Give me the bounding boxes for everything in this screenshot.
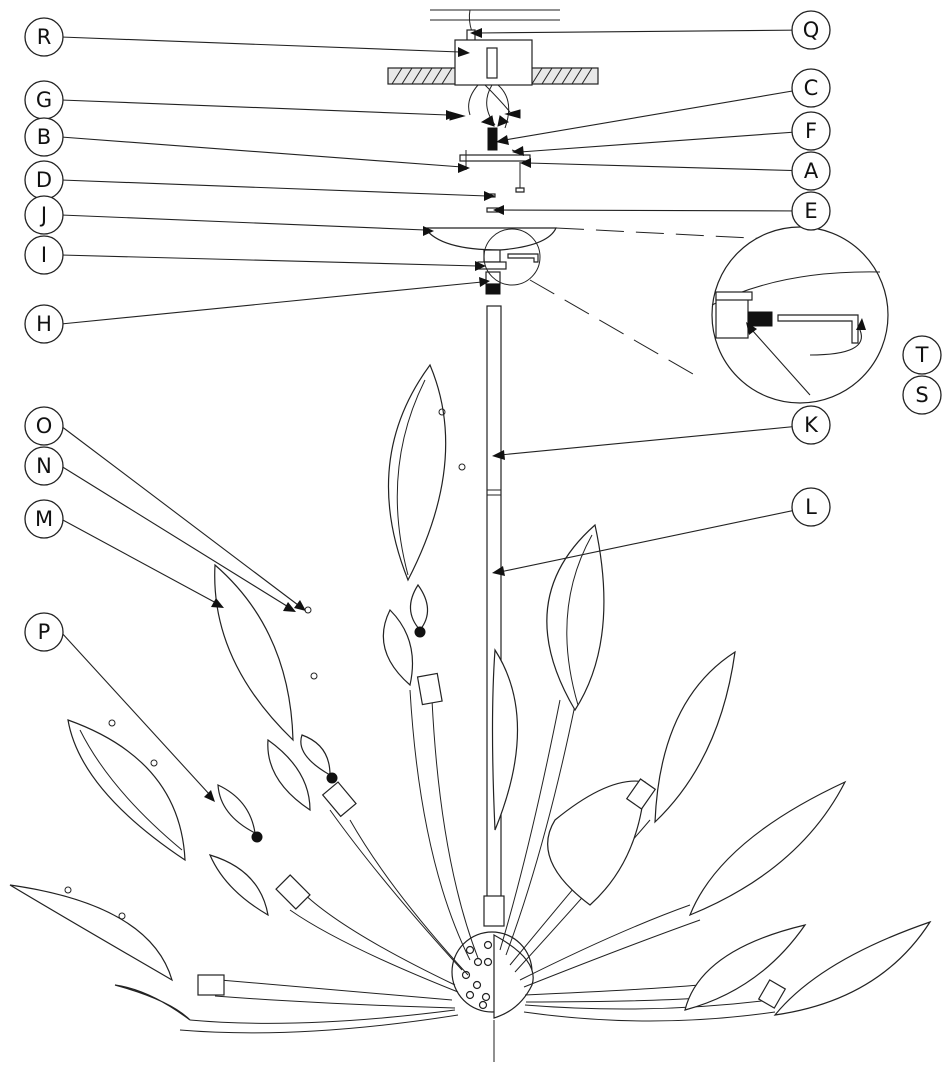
magnified-detail [711,226,889,404]
ceiling-assembly [387,9,599,295]
callout-f: F [791,111,831,151]
leaf-small-1 [382,608,414,687]
leader-lines [60,28,866,802]
callout-n: N [24,446,64,486]
svg-text:N: N [36,454,52,478]
callout-c: C [791,68,831,108]
callout-h: H [24,304,64,344]
leaf-right-3 [688,780,847,917]
callout-b: B [24,117,64,157]
svg-text:O: O [36,414,53,438]
leaf-small-3 [208,854,269,917]
svg-text:F: F [805,119,817,143]
set-screw [747,311,773,327]
leaf-left-1 [214,563,294,742]
callout-e: E [791,191,831,231]
svg-text:J: J [39,203,47,227]
svg-text:R: R [37,25,52,49]
svg-text:S: S [915,383,928,407]
detail-circle-small [483,228,541,286]
svg-text:K: K [804,413,819,437]
callouts: Q R G C F B A D E J I H T S O K N L M P [24,10,942,652]
svg-text:M: M [35,507,53,531]
leaf-left-3 [9,884,174,982]
svg-text:H: H [36,312,52,336]
svg-text:C: C [804,76,819,100]
callout-k: K [791,405,831,445]
callout-j: J [24,195,64,235]
bulb-1 [409,583,429,631]
callout-o: O [24,406,64,446]
leaf-center [491,648,519,831]
canopy-collar [483,249,501,263]
leaf-shades [9,363,932,1021]
svg-text:E: E [804,199,817,223]
svg-text:T: T [915,343,929,367]
svg-text:A: A [804,159,819,183]
callout-r: R [24,17,64,57]
leaf-small-2 [267,738,311,812]
sockets-bulbs [64,408,787,1009]
svg-text:B: B [37,125,51,149]
leaf-right-5 [773,920,932,1016]
callout-t: T [902,335,942,375]
leaf-left-2 [67,719,186,862]
svg-text:I: I [41,243,47,267]
callout-q: Q [791,10,831,50]
svg-text:G: G [36,88,52,112]
callout-s: S [902,375,942,415]
mounting-bar [459,154,531,162]
wire-nuts [449,109,521,127]
callout-p: P [24,612,64,652]
callout-d: D [24,160,64,200]
svg-text:Q: Q [803,18,820,42]
callout-l: L [791,487,831,527]
callout-g: G [24,80,64,120]
bulb-2 [300,734,331,777]
leaf-right-2 [547,780,646,906]
bulb-3 [217,784,256,835]
svg-text:D: D [36,168,52,192]
threaded-nipple [487,127,498,151]
leaf-right-4 [684,924,807,1011]
leaf-top-left [387,363,447,582]
callout-m: M [24,499,64,539]
svg-text:P: P [38,620,51,644]
allen-key [777,314,859,344]
callout-i: I [24,235,64,275]
leaf-left-4 [114,984,191,1021]
callout-a: A [791,151,831,191]
leaf-right-1 [654,650,736,824]
arms [179,689,776,1034]
svg-text:L: L [805,495,817,519]
center-hub [451,931,534,1019]
leaf-top-right [546,523,605,712]
